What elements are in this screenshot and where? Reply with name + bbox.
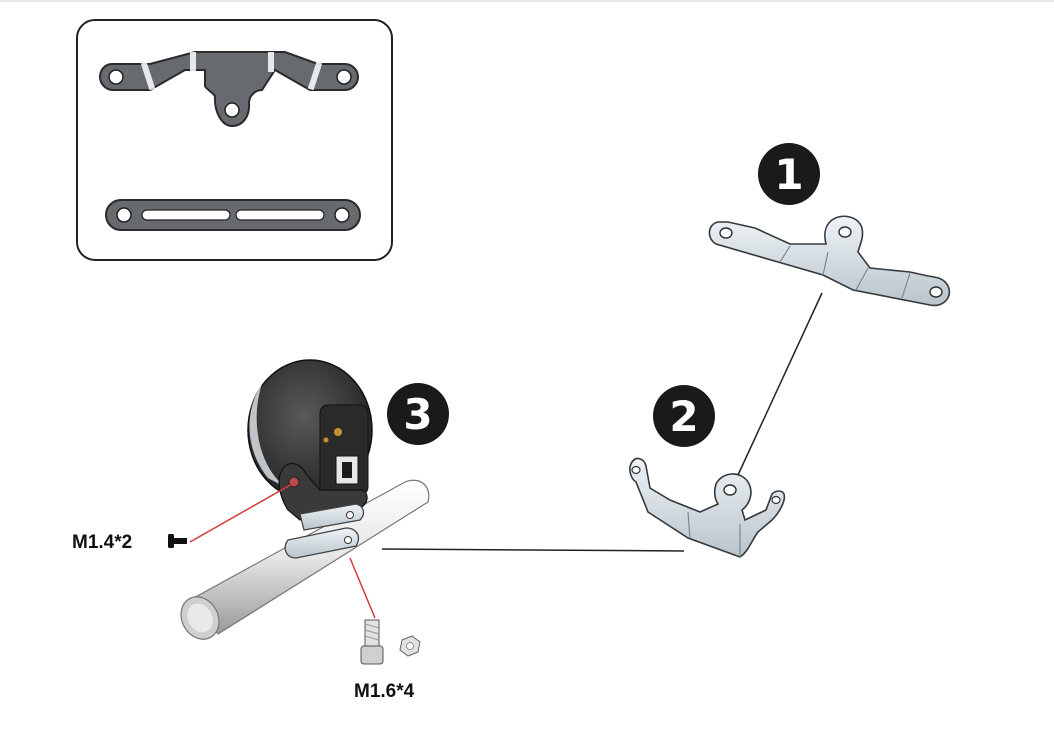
part-2-u-bracket — [629, 457, 786, 558]
part-3-light-assembly — [180, 359, 430, 640]
callout-badge-1: 1 — [758, 143, 820, 205]
tube-clamp-bracket — [284, 527, 360, 559]
screw-leader-line — [189, 483, 293, 543]
bolt-size-label: M1.6*4 — [354, 681, 415, 702]
part-1-bracket — [708, 215, 951, 307]
callout-number-2: 2 — [669, 392, 698, 441]
lamp-body — [247, 359, 373, 501]
screw-size-label: M1.4*2 — [72, 532, 132, 553]
bolt-icon — [360, 619, 384, 665]
connector-line-3-2 — [381, 548, 685, 552]
callout-number-1: 1 — [774, 150, 803, 199]
callout-number-3: 3 — [403, 390, 432, 439]
nut-icon — [399, 635, 421, 657]
gasket-strip-with-tab — [98, 51, 360, 128]
screw-icon — [168, 534, 187, 548]
bolt-leader-line — [349, 557, 376, 619]
connector-line-1-2 — [737, 292, 823, 476]
handlebar-tube — [180, 479, 430, 640]
gasket-inset-panel — [76, 19, 393, 261]
callout-badge-2: 2 — [653, 385, 715, 447]
callout-badge-3: 3 — [387, 383, 449, 445]
gasket-slotted-strip — [105, 199, 361, 231]
